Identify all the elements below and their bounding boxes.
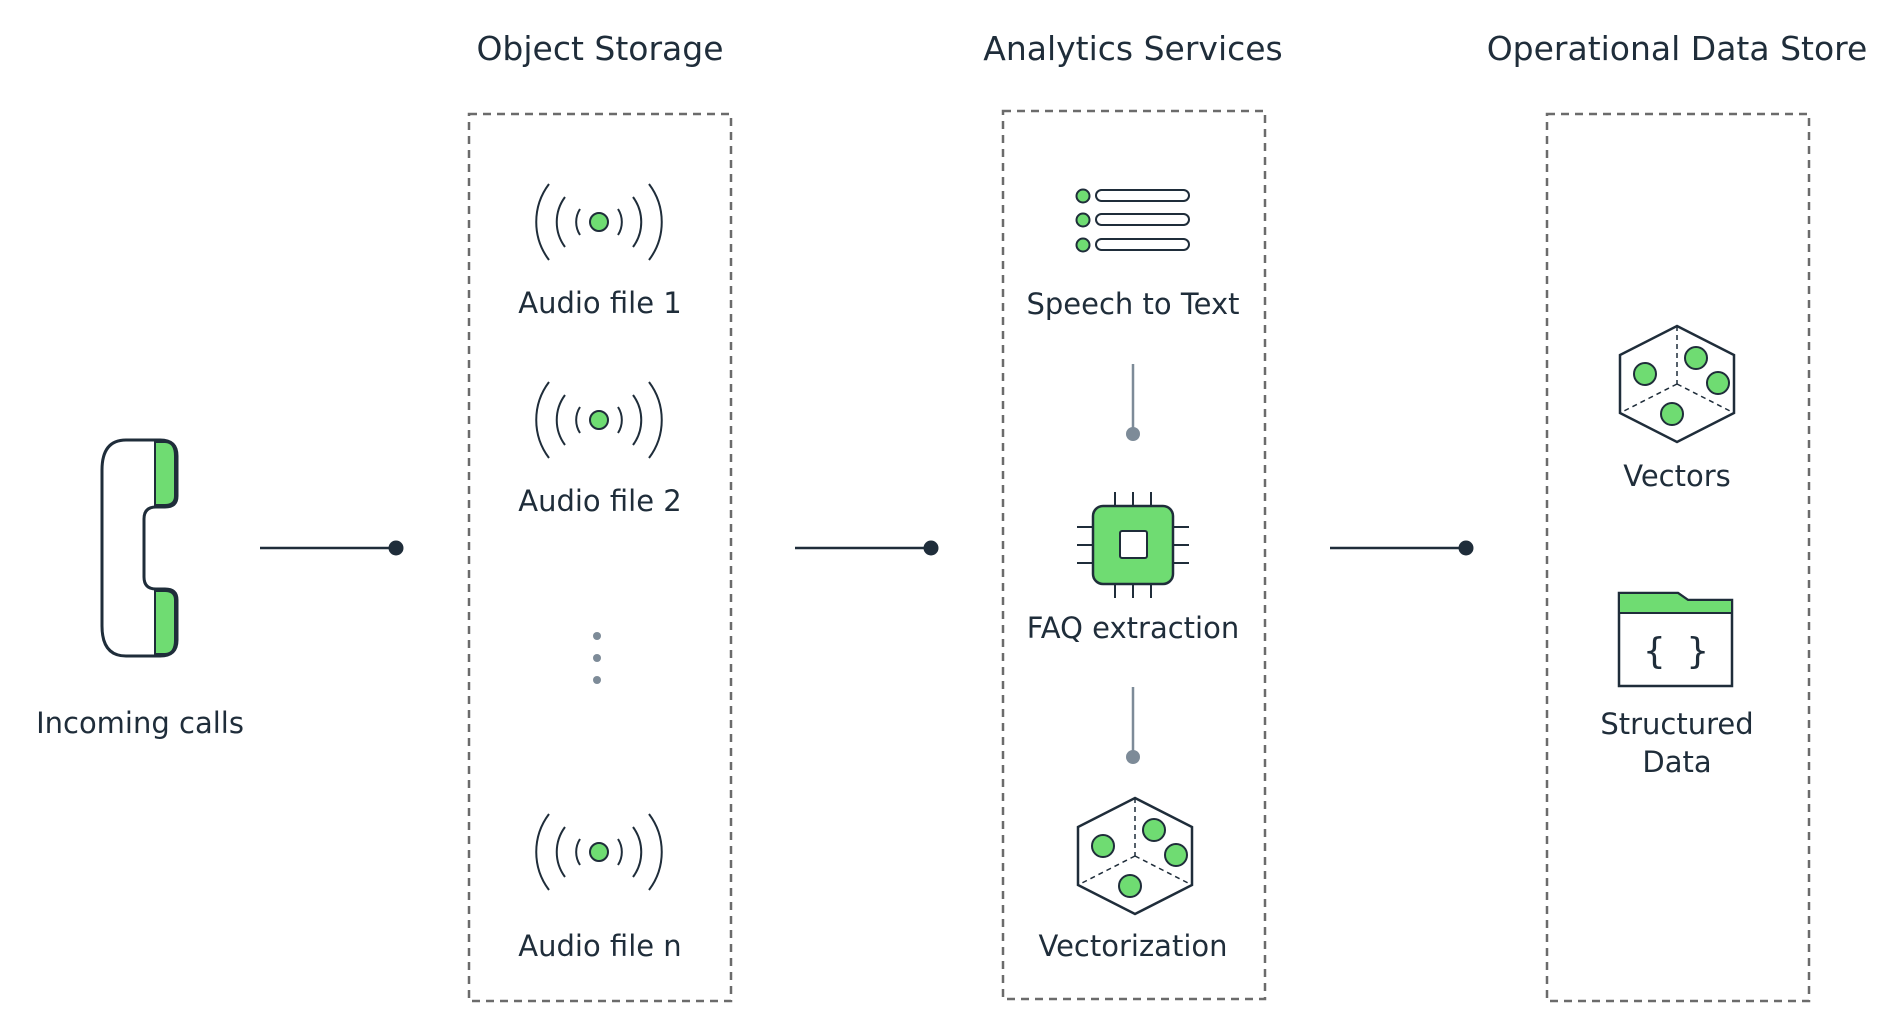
- phone-icon: [100, 438, 179, 658]
- json-folder-icon: { }: [1617, 591, 1734, 688]
- audio-file-n-label: Audio file n: [518, 929, 681, 963]
- analytics-services-container: [1001, 109, 1267, 1001]
- vector-cube-icon: [1618, 324, 1736, 444]
- flow-connector-calls-to-storage: [260, 540, 404, 556]
- flow-connector-analytics-to-datastore: [1330, 540, 1474, 556]
- step-connector-1: [1126, 364, 1140, 441]
- incoming-calls-label: Incoming calls: [36, 706, 244, 740]
- faq-extraction-label: FAQ extraction: [1027, 611, 1239, 645]
- text-list-icon: [1075, 188, 1190, 253]
- analytics-services-title: Analytics Services: [983, 29, 1283, 68]
- audio-file-2-label: Audio file 2: [518, 484, 681, 518]
- flow-connector-storage-to-analytics: [795, 540, 939, 556]
- structured-data-label-line1: Structured: [1600, 707, 1753, 741]
- vector-cube-icon: [1076, 796, 1194, 916]
- operational-data-store-container: [1545, 112, 1811, 1003]
- object-storage-title: Object Storage: [476, 29, 723, 68]
- chip-icon: [1077, 492, 1189, 598]
- vertical-ellipsis-icon: [593, 632, 601, 684]
- step-connector-2: [1126, 687, 1140, 764]
- audio-signal-icon: [535, 381, 663, 459]
- svg-text:{ }: { }: [1643, 631, 1708, 672]
- structured-data-label-line2: Data: [1642, 745, 1711, 779]
- audio-file-1-label: Audio file 1: [518, 286, 681, 320]
- audio-signal-icon: [535, 813, 663, 891]
- speech-to-text-label: Speech to Text: [1026, 287, 1239, 321]
- operational-data-store-title: Operational Data Store: [1487, 29, 1868, 68]
- vectors-label: Vectors: [1623, 459, 1731, 493]
- vectorization-label: Vectorization: [1038, 929, 1227, 963]
- audio-signal-icon: [535, 183, 663, 261]
- object-storage-container: [467, 112, 733, 1003]
